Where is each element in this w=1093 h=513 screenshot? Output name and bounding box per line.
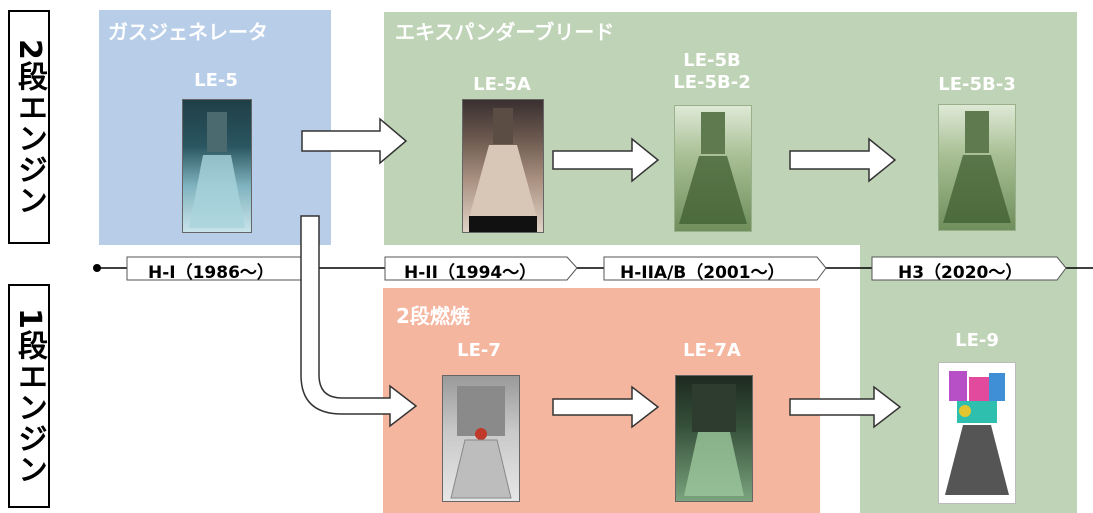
expander-bleed-panel bbox=[384, 12, 1077, 513]
engine-photo-le5b3 bbox=[938, 104, 1016, 231]
first-stage-label: 1段エンジン bbox=[8, 284, 50, 508]
engine-label-le5: LE-5 bbox=[194, 70, 238, 91]
engine-label-le7a: LE-7A bbox=[683, 340, 741, 361]
expander-bleed-title: エキスパンダーブリード bbox=[395, 20, 615, 44]
arrow-le5b-to-le5b3 bbox=[789, 137, 897, 183]
timeline-start-dot bbox=[93, 264, 101, 272]
era-label-hi: H-I（1986〜） bbox=[148, 263, 274, 283]
gas-generator-title: ガスジェネレータ bbox=[108, 20, 268, 44]
engine-photo-le5 bbox=[182, 99, 252, 233]
arrow-le5-to-le5a bbox=[301, 117, 408, 165]
engine-photo-le5b bbox=[674, 105, 752, 232]
engine-label-le5b3: LE-5B-3 bbox=[938, 74, 1016, 95]
era-shape-h3 bbox=[871, 256, 1067, 281]
engine-photo-le7 bbox=[442, 375, 520, 502]
era-shape-hiia bbox=[603, 256, 827, 281]
engine-label-le5a: LE-5A bbox=[473, 74, 531, 95]
arrow-le7a-to-le9 bbox=[789, 385, 902, 429]
arrow-le5a-to-le5b bbox=[552, 137, 660, 183]
engine-label-le5b: LE-5B LE-5B-2 bbox=[673, 50, 750, 94]
arrow-le5-to-le7 bbox=[300, 215, 418, 428]
upper-stage-label: 2段エンジン bbox=[8, 10, 50, 244]
engine-photo-le5a bbox=[462, 99, 544, 233]
engine-label-le5b-line1: LE-5B bbox=[683, 50, 741, 71]
era-label-hii: H-II（1994〜） bbox=[404, 263, 537, 283]
engine-label-le9: LE-9 bbox=[955, 330, 999, 351]
era-label-hiia: H-IIA/B（2001〜） bbox=[620, 263, 785, 283]
engine-photo-le7a bbox=[675, 375, 753, 502]
arrow-le7-to-le7a bbox=[552, 385, 660, 429]
engine-label-le5b-line2: LE-5B-2 bbox=[673, 72, 751, 93]
staged-combustion-title: 2段燃焼 bbox=[396, 304, 470, 328]
era-shape-hii bbox=[384, 256, 578, 281]
era-label-h3: H3（2020〜） bbox=[898, 263, 1023, 283]
engine-label-le7: LE-7 bbox=[457, 340, 501, 361]
engine-photo-le9 bbox=[938, 362, 1016, 504]
